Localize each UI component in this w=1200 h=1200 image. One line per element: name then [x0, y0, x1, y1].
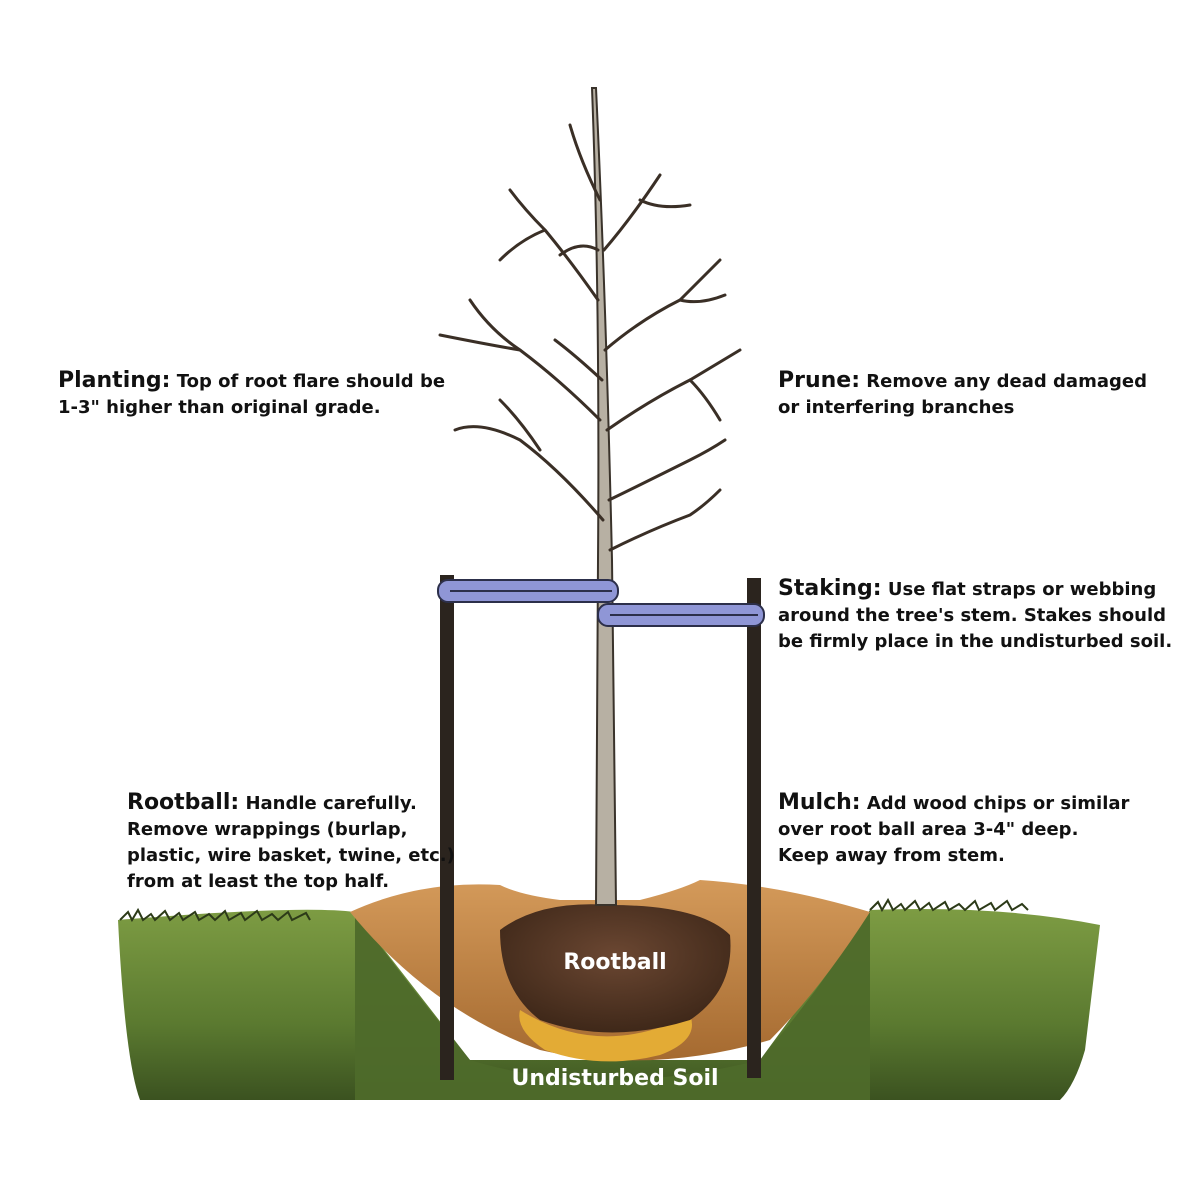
rootball-heading: Rootball: [127, 790, 240, 815]
right-stake [747, 578, 761, 1078]
prune-text: Remove any dead damaged or interfering b… [778, 371, 1147, 418]
prune-heading: Prune: [778, 368, 861, 393]
staking-callout: Staking: Use flat straps or webbing arou… [778, 576, 1193, 655]
rootball-callout: Rootball: Handle carefully. Remove wrapp… [127, 790, 457, 895]
rootball-text: Handle carefully. Remove wrappings (burl… [127, 793, 455, 892]
rootball-label: Rootball [563, 950, 667, 975]
planting-callout: Planting: Top of root flare should be 1-… [58, 368, 478, 421]
tree-trunk [590, 87, 618, 906]
mulch-callout: Mulch: Add wood chips or similar over ro… [778, 790, 1188, 869]
left-stake [440, 575, 454, 1080]
undisturbed-soil-label: Undisturbed Soil [511, 1066, 719, 1091]
rootball [500, 904, 731, 1033]
grass-tufts-right [869, 897, 1029, 913]
planting-text: Top of root flare should be 1-3" higher … [58, 371, 446, 418]
staking-heading: Staking: [778, 576, 882, 601]
grass-tufts [119, 907, 311, 923]
staking-text: Use flat straps or webbing around the tr… [778, 579, 1173, 652]
planting-heading: Planting: [58, 368, 171, 393]
undisturbed-soil [355, 910, 870, 1100]
gravel-layer [519, 1010, 692, 1062]
tree-branches [438, 123, 742, 552]
mulch-text: Add wood chips or similar over root ball… [778, 793, 1130, 866]
prune-callout: Prune: Remove any dead damaged or interf… [778, 368, 1188, 421]
mulch-heading: Mulch: [778, 790, 861, 815]
